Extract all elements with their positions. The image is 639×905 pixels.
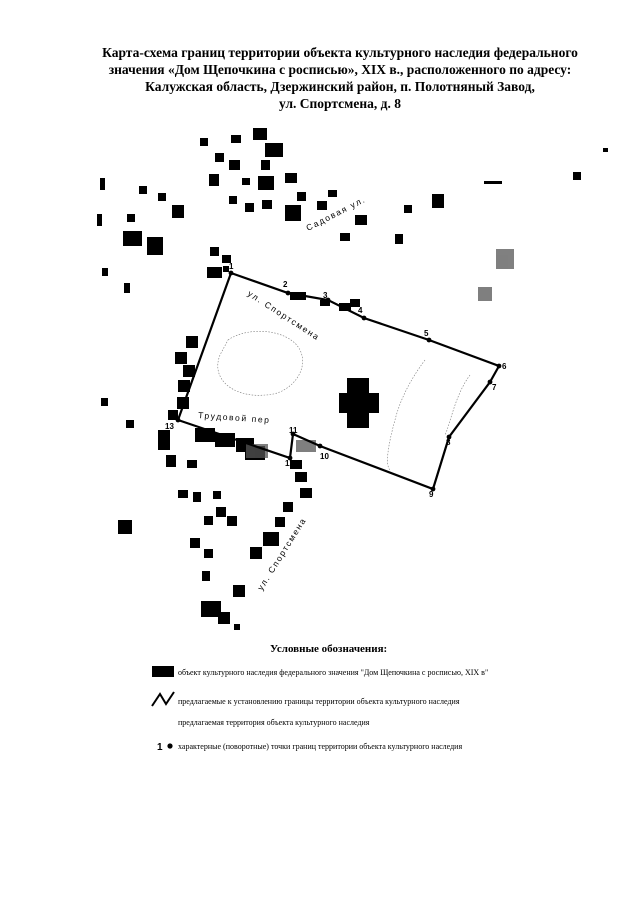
title-line-3: Калужская область, Дзержинский район, п.… [145,79,535,94]
boundary-point-labels: 1 2 3 4 5 6 7 8 9 10 11 12 13 [165,262,507,499]
point-label: 4 [358,306,363,315]
point-label: 5 [424,329,429,338]
hatched-buildings [246,249,514,458]
point-label: 10 [320,452,329,461]
title-line-2: значения «Дом Щепочкина с росписью», XIX… [108,62,572,77]
title-line-1: Карта-схема границ территории объекта ку… [102,45,578,60]
legend-heading: Условные обозначения: [270,643,388,655]
legend-point-number: 1 [157,742,163,753]
point-label: 2 [283,280,288,289]
legend-points-text: характерные (поворотные) точки границ те… [178,742,463,751]
point-label: 3 [323,291,328,300]
point-label: 7 [492,383,497,392]
point-label: 6 [502,362,507,371]
point-label: 12 [285,459,294,468]
legend-object-symbol [152,666,174,677]
point-label: 13 [165,422,174,431]
title-line-4: ул. Спортсмена, д. 8 [279,96,401,111]
point-label: 8 [446,438,451,447]
point-label: 11 [289,426,298,435]
legend-boundary-text: предлагаемые к установлению границы терр… [178,697,460,706]
territory-boundary [176,271,501,491]
legend-object-text: объект культурного наследия федерального… [178,668,489,677]
street-sadovaya-label: Садовая ул. [304,194,367,233]
map-title: Карта-схема границ территории объекта ку… [60,44,620,112]
terrain-contours [217,330,471,471]
point-label: 1 [229,262,234,271]
point-label: 9 [429,490,434,499]
legend-territory-text: предлагаемая территория объекта культурн… [178,718,370,727]
boundary-points [175,270,502,492]
street-trudovoy-label: Трудовой пер [198,410,271,425]
legend-point-symbol [167,743,173,749]
legend-boundary-symbol [151,691,175,707]
heritage-object-building [339,378,379,428]
